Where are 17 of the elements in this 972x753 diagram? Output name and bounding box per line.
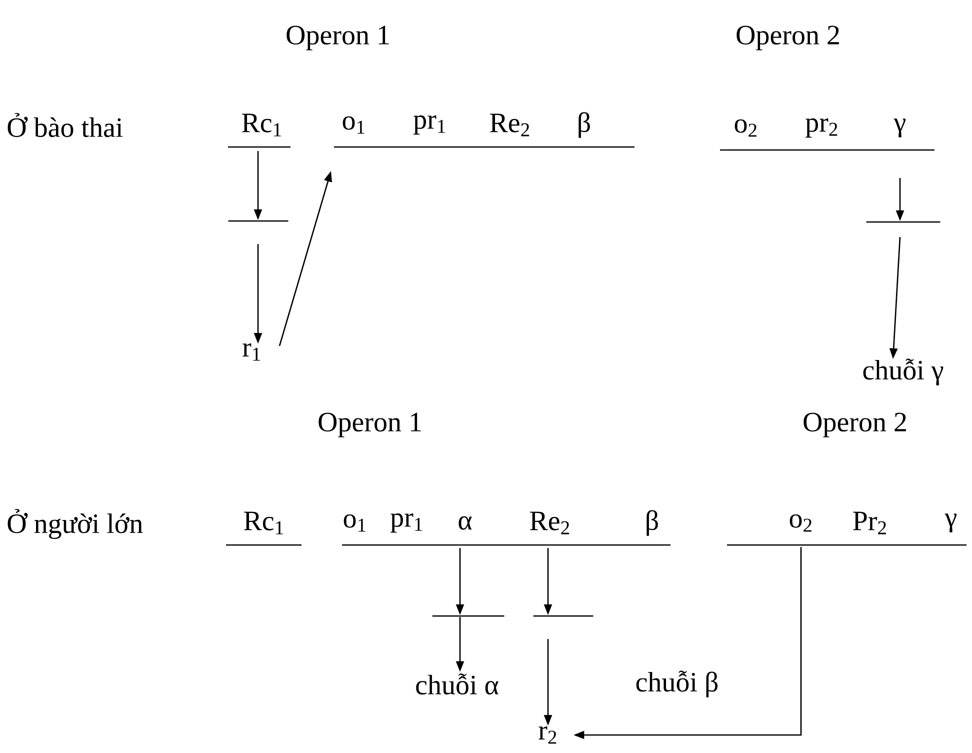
- gene-segment: o$_{1}$ pr$_{1}$ α Re$_{2}$ β: [342, 510, 671, 546]
- operon-label: Operon 1: [286, 26, 389, 50]
- product-label: chuỗi γ: [863, 358, 944, 386]
- product-label: r$_{2}$: [538, 726, 556, 744]
- product-label: chuỗi α: [416, 673, 498, 695]
- operon-label: Operon 2: [736, 26, 839, 50]
- product-label: r$_{1}$: [242, 343, 260, 361]
- operon-label: Operon 1: [318, 412, 421, 438]
- product-label: chuỗi β: [636, 670, 718, 698]
- stage-label: Ở bào thai: [8, 112, 123, 138]
- gene-segment: Rc$_{1}$: [228, 114, 291, 148]
- gene-segment: o$_{2}$ Pr$_{2}$ γ: [727, 512, 967, 546]
- stage-label: Ở người lớn: [8, 509, 143, 539]
- operon-label: Operon 2: [804, 412, 906, 438]
- gene-segment: Rc$_{1}$: [226, 512, 302, 546]
- gene-segment: o$_{1}$ pr$_{1}$ Re$_{2}$ β: [334, 112, 635, 148]
- gene-segment: o$_{2}$ pr$_{2}$ γ: [720, 118, 935, 151]
